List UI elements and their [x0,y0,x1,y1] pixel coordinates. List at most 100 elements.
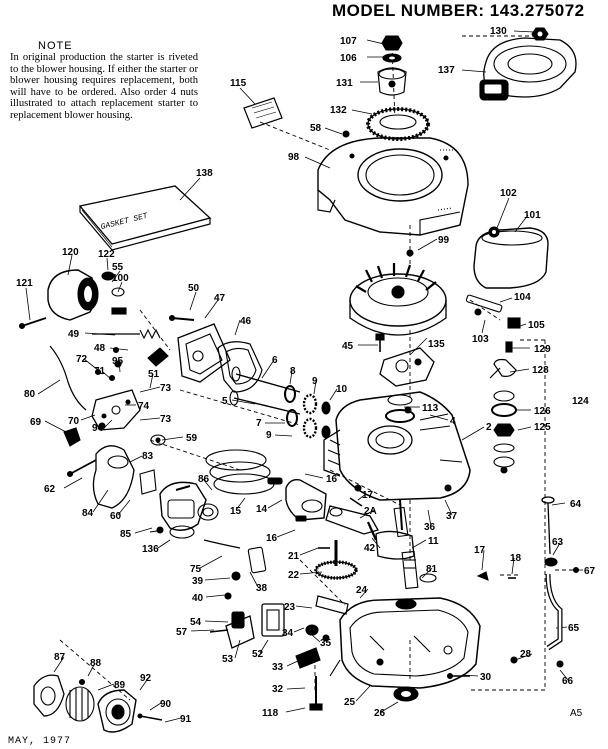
muffler-101 [473,226,549,289]
part-label-42: 42 [364,543,376,554]
spark-plug-59 [150,434,166,446]
part-label-120: 120 [62,247,79,258]
part-label-25: 25 [344,697,356,708]
part-label-94: 94 [92,423,104,434]
carburetor-136 [159,481,207,539]
part-label-10: 10 [336,384,348,395]
part-label-128: 128 [532,365,549,376]
plug-28-30 [446,656,518,680]
part-label-126: 126 [534,406,551,417]
control-bracket-74-94 [91,389,141,431]
part-label-104: 104 [514,292,531,303]
part-label-32: 32 [272,684,284,695]
part-label-5: 5 [222,396,228,407]
part-label-75: 75 [190,564,202,575]
part-label-71: 71 [94,366,106,377]
part-label-21: 21 [288,551,300,562]
part-label-36: 36 [424,522,436,533]
part-label-63: 63 [552,537,564,548]
part-label-67: 67 [584,566,596,577]
note-body: In original production the starter is ri… [10,52,198,121]
part-label-100: 100 [112,273,129,284]
part-label-86: 86 [198,474,210,485]
part-label-62: 62 [44,484,56,495]
part-label-118: 118 [262,708,279,719]
nut-107-washer-106 [381,35,403,63]
screw-50 [168,314,195,322]
governor-bracket-45-135 [375,333,435,387]
part-label-15: 15 [230,506,242,517]
model-number-title: MODEL NUMBER: 143.275072 [332,1,585,20]
part-label-87: 87 [54,652,66,663]
part-label-129: 129 [534,344,551,355]
part-label-69: 69 [30,417,42,428]
air-cleaner-120 [47,269,99,321]
part-label-22: 22 [288,570,300,581]
air-cleaner-bolt-121 [18,317,47,330]
cylinder-block-2 [323,391,471,501]
part-label-53: 53 [222,654,234,665]
decal-115 [243,97,283,129]
crankshaft-11 [375,499,419,590]
part-label-57: 57 [176,627,188,638]
part-label-107: 107 [340,36,357,47]
nut-130 [531,27,549,41]
part-label-99: 99 [438,235,450,246]
part-label-125: 125 [534,422,551,433]
part-label-131: 131 [336,78,353,89]
exhaust-parts-128-129 [489,341,517,379]
part-label-35: 35 [320,638,332,649]
governor-link-75-39-40-38 [203,539,267,600]
part-label-84: 84 [82,508,94,519]
part-label-137: 137 [438,65,455,76]
part-label-98: 98 [288,152,300,163]
footer-date: MAY, 1977 [8,736,72,747]
rewind-starter-137 [479,37,577,101]
gasket-set-138: GASKET SET [78,185,212,251]
part-label-30: 30 [480,672,492,683]
part-label-122: 122 [98,249,115,260]
part-label-66: 66 [562,676,574,687]
part-label-113: 113 [422,403,439,414]
intake-62-84-60-83 [66,445,157,509]
part-label-4: 4 [450,416,456,427]
valve-cover-parts-113-126-125 [385,390,517,474]
part-label-8: 8 [290,366,296,377]
part-label-40: 40 [192,593,204,604]
piston-rings-15 [205,449,275,495]
part-label-138: 138 [196,168,213,179]
part-label-17: 17 [362,490,374,501]
part-label-103: 103 [472,334,489,345]
oil-pump-parts-23-34-35 [305,595,349,642]
part-label-60: 60 [110,511,122,522]
part-label-39: 39 [192,576,204,587]
part-label-124: 124 [572,396,589,407]
knob-69-70 [63,422,106,447]
part-label-73: 73 [160,414,172,425]
part-label-45: 45 [342,341,354,352]
gasket-122-55-100 [101,271,127,315]
part-label-81: 81 [426,564,438,575]
sump-base-24-25 [329,597,481,689]
part-label-49: 49 [68,329,80,340]
part-label-14: 14 [256,504,268,515]
part-label-18: 18 [510,553,522,564]
part-label-59: 59 [186,433,198,444]
cup-131 [377,67,407,96]
part-label-102: 102 [500,188,517,199]
dipstick-64-63-65-66-67 [541,496,580,668]
flywheel-135 [349,249,447,336]
oil-seal-54-57 [209,611,245,633]
part-label-121: 121 [16,278,33,289]
tappets-42 [366,521,378,541]
breather-47 [177,323,231,383]
part-label-91: 91 [180,714,192,725]
cover-plates-53-52 [225,603,285,649]
part-label-106: 106 [340,53,357,64]
footer-code: A5 [570,708,583,719]
part-label-105: 105 [528,320,545,331]
piston-14 [285,478,327,521]
part-label-92: 92 [140,673,152,684]
part-label-9: 9 [266,430,272,441]
part-label-130: 130 [490,26,507,37]
